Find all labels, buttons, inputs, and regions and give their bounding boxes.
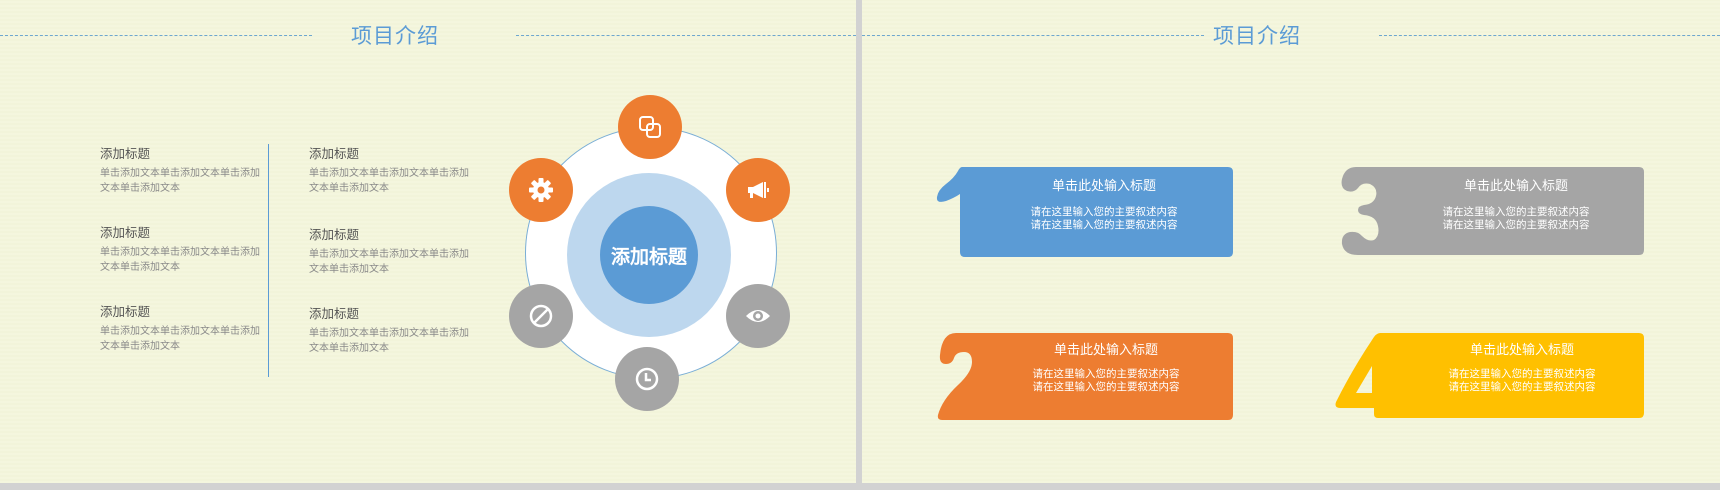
gear-icon: [529, 178, 553, 202]
card-4[interactable]: 单击此处输入标题 请在这里输入您的主要叙述内容 请在这里输入您的主要叙述内容: [1332, 330, 1646, 422]
text-item[interactable]: 添加标题 单击添加文本单击添加文本单击添加文本单击添加文本: [309, 226, 474, 277]
node-clock[interactable]: [615, 347, 679, 411]
card-desc[interactable]: 请在这里输入您的主要叙述内容 请在这里输入您的主要叙述内容: [1386, 206, 1646, 232]
card-desc-line: 请在这里输入您的主要叙述内容: [1032, 368, 1180, 380]
item-title: 添加标题: [309, 227, 360, 242]
card-title[interactable]: 单击此处输入标题: [1053, 343, 1158, 358]
card-3[interactable]: 单击此处输入标题 请在这里输入您的主要叙述内容 请在这里输入您的主要叙述内容: [1336, 164, 1646, 258]
clock-icon: [635, 367, 659, 391]
card-desc-line: 请在这里输入您的主要叙述内容: [1030, 206, 1178, 218]
card-desc-line: 请在这里输入您的主要叙述内容: [1442, 206, 1590, 218]
item-desc: 单击添加文本单击添加文本单击添加文本单击添加文本: [100, 326, 260, 352]
slide-title-row: 项目介绍: [862, 22, 1720, 50]
text-item[interactable]: 添加标题 单击添加文本单击添加文本单击添加文本单击添加文本: [309, 305, 474, 356]
title-dashed-line-left: [0, 35, 312, 36]
item-desc: 单击添加文本单击添加文本单击添加文本单击添加文本: [309, 168, 469, 194]
overlap-squares-icon: [639, 116, 661, 138]
item-title: 添加标题: [309, 146, 360, 161]
node-gear[interactable]: [509, 158, 573, 222]
text-item[interactable]: 添加标题 单击添加文本单击添加文本单击添加文本单击添加文本: [100, 303, 265, 354]
card-desc[interactable]: 请在这里输入您的主要叙述内容 请在这里输入您的主要叙述内容: [974, 206, 1234, 232]
item-desc: 单击添加文本单击添加文本单击添加文本单击添加文本: [309, 328, 469, 354]
card-desc-line: 请在这里输入您的主要叙述内容: [1030, 219, 1178, 231]
card-title[interactable]: 单击此处输入标题: [1463, 179, 1568, 194]
item-title: 添加标题: [100, 225, 151, 240]
slide-right[interactable]: 项目介绍 单击此处输入标题 请在这里输入您的主要叙述内容 请在这里输入您的主要叙…: [862, 0, 1720, 483]
circle-diagram: 添加标题: [505, 95, 805, 415]
card-desc-line: 请在这里输入您的主要叙述内容: [1032, 381, 1180, 393]
text-item[interactable]: 添加标题 单击添加文本单击添加文本单击添加文本单击添加文本: [100, 145, 265, 196]
card-1[interactable]: 单击此处输入标题 请在这里输入您的主要叙述内容 请在这里输入您的主要叙述内容: [934, 164, 1234, 258]
item-title: 添加标题: [100, 146, 151, 161]
center-label: 添加标题: [610, 245, 687, 268]
card-desc[interactable]: 请在这里输入您的主要叙述内容 请在这里输入您的主要叙述内容: [976, 368, 1236, 394]
node-eye[interactable]: [726, 284, 790, 348]
node-prohibited[interactable]: [509, 284, 573, 348]
slide-title[interactable]: 项目介绍: [351, 24, 439, 48]
megaphone-icon: [748, 182, 769, 198]
node-overlap[interactable]: [618, 95, 682, 159]
number-3-card-shape: [1341, 167, 1644, 255]
slide-left[interactable]: 项目介绍 添加标题 单击添加文本单击添加文本单击添加文本单击添加文本 添加标题 …: [0, 0, 856, 483]
node-megaphone[interactable]: [726, 158, 790, 222]
card-desc[interactable]: 请在这里输入您的主要叙述内容 请在这里输入您的主要叙述内容: [1398, 368, 1646, 394]
column-divider: [268, 144, 269, 377]
card-desc-line: 请在这里输入您的主要叙述内容: [1448, 381, 1596, 393]
slide-title[interactable]: 项目介绍: [1213, 24, 1301, 48]
title-dashed-line-left: [862, 35, 1204, 36]
card-title[interactable]: 单击此处输入标题: [1469, 343, 1574, 358]
item-desc: 单击添加文本单击添加文本单击添加文本单击添加文本: [100, 247, 260, 273]
text-item[interactable]: 添加标题 单击添加文本单击添加文本单击添加文本单击添加文本: [100, 224, 265, 275]
slide-title-row: 项目介绍: [0, 22, 856, 50]
prohibited-icon: [529, 304, 553, 328]
eye-icon: [746, 310, 770, 322]
item-title: 添加标题: [309, 306, 360, 321]
card-desc-line: 请在这里输入您的主要叙述内容: [1442, 219, 1590, 231]
center-circle[interactable]: 添加标题: [600, 206, 698, 304]
number-1-card-shape: [936, 167, 1233, 257]
item-desc: 单击添加文本单击添加文本单击添加文本单击添加文本: [309, 249, 469, 275]
text-item[interactable]: 添加标题 单击添加文本单击添加文本单击添加文本单击添加文本: [309, 145, 474, 196]
card-title[interactable]: 单击此处输入标题: [1051, 179, 1156, 194]
item-title: 添加标题: [100, 304, 151, 319]
number-2-card-shape: [937, 333, 1233, 420]
card-desc-line: 请在这里输入您的主要叙述内容: [1448, 368, 1596, 380]
card-2[interactable]: 单击此处输入标题 请在这里输入您的主要叙述内容 请在这里输入您的主要叙述内容: [936, 330, 1236, 422]
number-4-card-shape: [1335, 333, 1644, 418]
title-dashed-line-right: [516, 35, 856, 36]
title-dashed-line-right: [1379, 35, 1720, 36]
item-desc: 单击添加文本单击添加文本单击添加文本单击添加文本: [100, 168, 260, 194]
